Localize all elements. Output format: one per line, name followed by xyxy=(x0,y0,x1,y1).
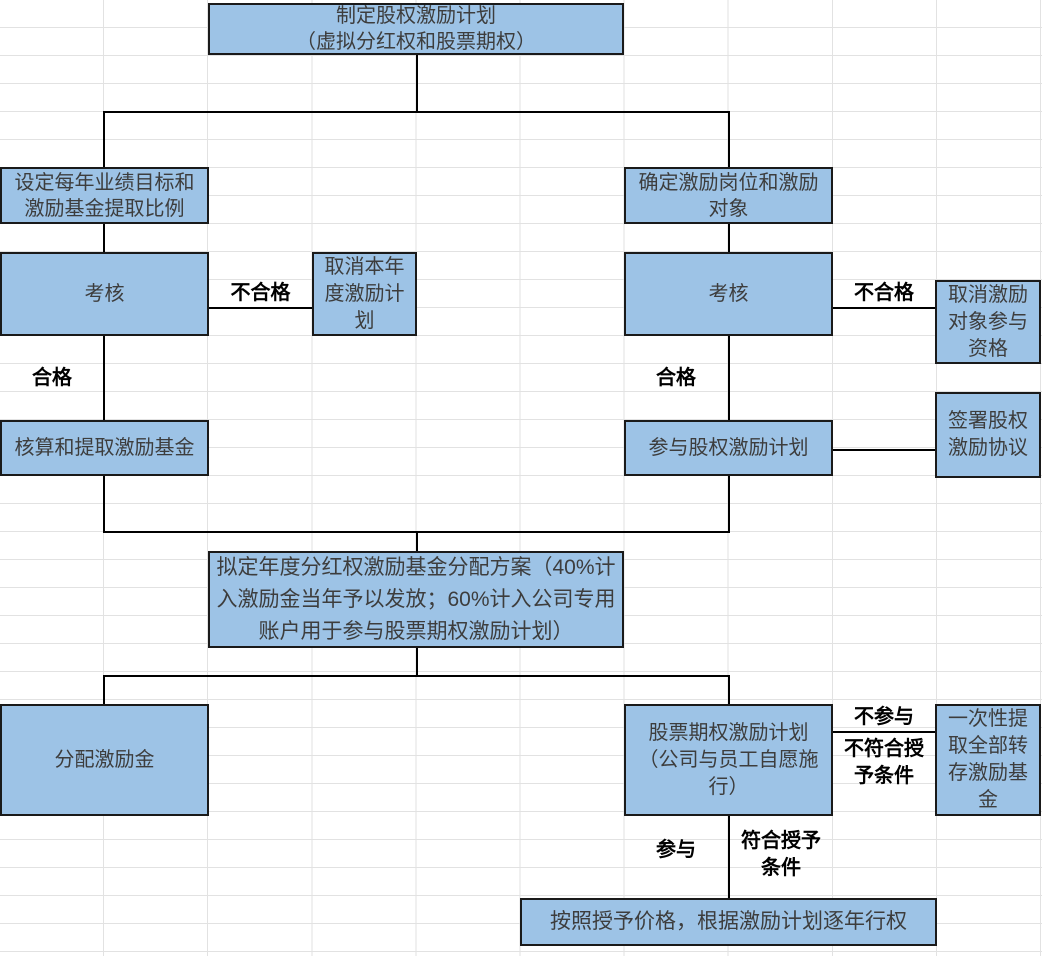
node-text: 确定激励岗位和激励 xyxy=(638,171,819,194)
label-text: 不合格 xyxy=(230,282,291,304)
node-text: 取消激励 xyxy=(948,283,1028,306)
connector-fail-right xyxy=(833,307,935,309)
connector-fail-left xyxy=(209,307,312,309)
label-join: 参与 xyxy=(624,830,728,870)
node-set-targets[interactable]: 设定每年业绩目标和 激励基金提取比例 xyxy=(0,167,209,224)
label-text: 合格 xyxy=(656,366,696,389)
connector-fund-down xyxy=(103,476,105,533)
node-cancel-year-plan[interactable]: 取消本年 度激励计 划 xyxy=(312,252,417,336)
label-fail-right: 不合格 xyxy=(833,280,935,307)
label-text: 符合授予 xyxy=(741,830,821,852)
node-text: 按照授予价格，根据激励计划逐年行权 xyxy=(550,910,907,933)
node-text: 核算和提取激励基金 xyxy=(14,437,195,459)
label-pass-right: 合格 xyxy=(624,364,728,392)
node-text: 拟定年度分红权激励基金分配方案（40%计 xyxy=(216,555,616,579)
connector-positions-to-assess xyxy=(728,224,730,252)
connector-scheme-down xyxy=(416,648,418,677)
node-text: 激励协议 xyxy=(948,437,1028,459)
node-text: 一次性提 xyxy=(948,708,1028,730)
node-define-positions[interactable]: 确定激励岗位和激励 对象 xyxy=(624,167,833,224)
node-assess-left[interactable]: 考核 xyxy=(0,252,209,336)
connector-bottom-split xyxy=(103,675,730,677)
label-text: 不参与 xyxy=(854,705,914,728)
connector-plan-down xyxy=(416,55,418,112)
node-text: 制定股权激励计划 xyxy=(336,5,496,27)
connector-to-distribute xyxy=(103,675,105,704)
connector-assess-to-join xyxy=(728,336,730,420)
label-text: 不合格 xyxy=(854,282,914,304)
node-exercise[interactable]: 按照授予价格，根据激励计划逐年行权 xyxy=(520,898,937,946)
label-fail-left: 不合格 xyxy=(209,280,312,307)
node-text: 划 xyxy=(354,309,375,332)
node-text: 考核 xyxy=(84,283,125,305)
connector-to-option-plan xyxy=(728,675,730,704)
node-text: 分配激励金 xyxy=(54,749,155,771)
node-text: 度激励计 xyxy=(324,282,405,305)
node-sign-agreement[interactable]: 签署股权 激励协议 xyxy=(935,392,1041,478)
connector-nojoin xyxy=(833,731,935,733)
connector-join-down xyxy=(728,476,730,533)
label-text: 合格 xyxy=(32,366,72,389)
label-text: 参与 xyxy=(656,838,696,861)
node-text: 签署股权 xyxy=(948,410,1028,432)
node-text: 行） xyxy=(708,775,749,798)
node-text: 激励基金提取比例 xyxy=(24,197,185,220)
node-text: 股票期权激励计划 xyxy=(648,721,809,744)
connector-left-branch-down xyxy=(103,111,105,168)
node-calc-fund[interactable]: 核算和提取激励基金 xyxy=(0,420,209,476)
connector-merge-to-scheme xyxy=(416,531,418,551)
node-make-plan[interactable]: 制定股权激励计划 （虚拟分红权和股票期权） xyxy=(208,3,624,55)
connector-option-to-exercise xyxy=(728,816,730,898)
connector-top-split xyxy=(104,111,730,113)
node-text: 对象参与 xyxy=(948,310,1028,333)
label-text: 予条件 xyxy=(854,765,914,787)
label-text: 条件 xyxy=(761,857,801,879)
connector-right-branch-down xyxy=(728,111,730,168)
label-no-join: 不参与 xyxy=(833,703,935,731)
node-distribute-bonus[interactable]: 分配激励金 xyxy=(0,704,209,816)
node-text: 金 xyxy=(978,789,998,811)
node-stock-option-plan[interactable]: 股票期权激励计划 （公司与员工自愿施 行） xyxy=(624,704,833,816)
connector-assess-to-fund xyxy=(103,336,105,420)
label-pass-left: 合格 xyxy=(0,364,104,392)
node-one-time-withdraw[interactable]: 一次性提 取全部转 存激励基 金 xyxy=(935,704,1041,816)
node-text: （公司与员工自愿施 xyxy=(638,748,819,771)
node-text: 取全部转 xyxy=(948,735,1028,757)
label-qualified: 符合授予 条件 xyxy=(729,822,833,888)
node-text: 参与股权激励计划 xyxy=(648,437,809,459)
node-text: 取消本年 xyxy=(324,255,405,278)
label-not-qualified: 不符合授 予条件 xyxy=(833,734,935,792)
node-text: 考核 xyxy=(708,283,749,305)
node-text: 资格 xyxy=(968,337,1008,360)
label-text: 不符合授 xyxy=(844,738,924,760)
connector-targets-to-assess xyxy=(103,224,105,252)
node-text: 账户用于参与股票期权激励计划） xyxy=(258,619,574,643)
node-assess-right[interactable]: 考核 xyxy=(624,252,833,336)
node-text: 对象 xyxy=(708,197,749,220)
node-text: 存激励基 xyxy=(948,762,1028,784)
node-join-equity-plan[interactable]: 参与股权激励计划 xyxy=(624,420,833,476)
node-allocation-scheme[interactable]: 拟定年度分红权激励基金分配方案（40%计 入激励金当年予以发放；60%计入公司专… xyxy=(208,551,624,648)
node-text: 入激励金当年予以发放；60%计入公司专用 xyxy=(216,587,616,611)
node-cancel-qualification[interactable]: 取消激励 对象参与 资格 xyxy=(935,280,1041,364)
connector-join-to-sign xyxy=(833,449,935,451)
node-text: （虚拟分红权和股票期权） xyxy=(296,31,536,53)
node-text: 设定每年业绩目标和 xyxy=(14,171,195,194)
